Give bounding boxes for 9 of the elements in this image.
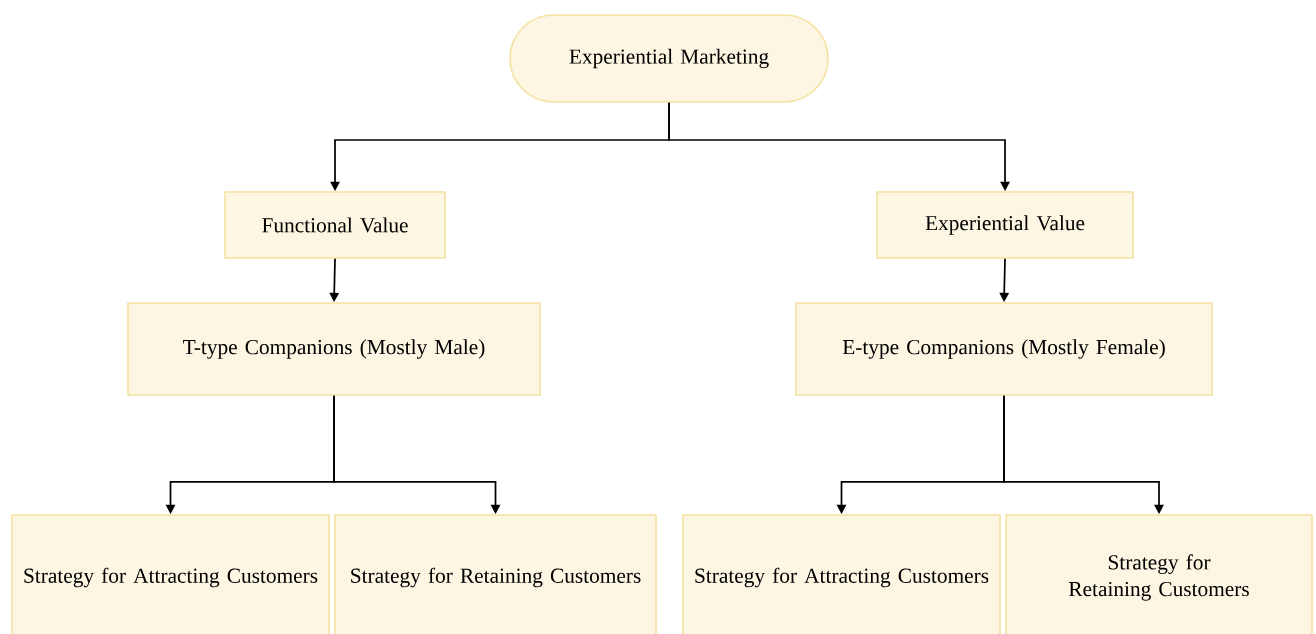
process-box: Experiential Value [876,191,1134,259]
process-box: E-type Companions (Mostly Female) [795,302,1213,396]
process-box: Strategy for Retaining Customers [334,514,657,634]
terminal-box: Experiential Marketing [509,14,829,103]
process-box: Strategy for Retaining Customers [1005,514,1313,634]
process-box: T-type Companions (Mostly Male) [127,302,541,396]
process-box: Strategy for Attracting Customers [682,514,1001,634]
process-box: Strategy for Attracting Customers [11,514,330,634]
process-box: Functional Value [224,191,446,259]
